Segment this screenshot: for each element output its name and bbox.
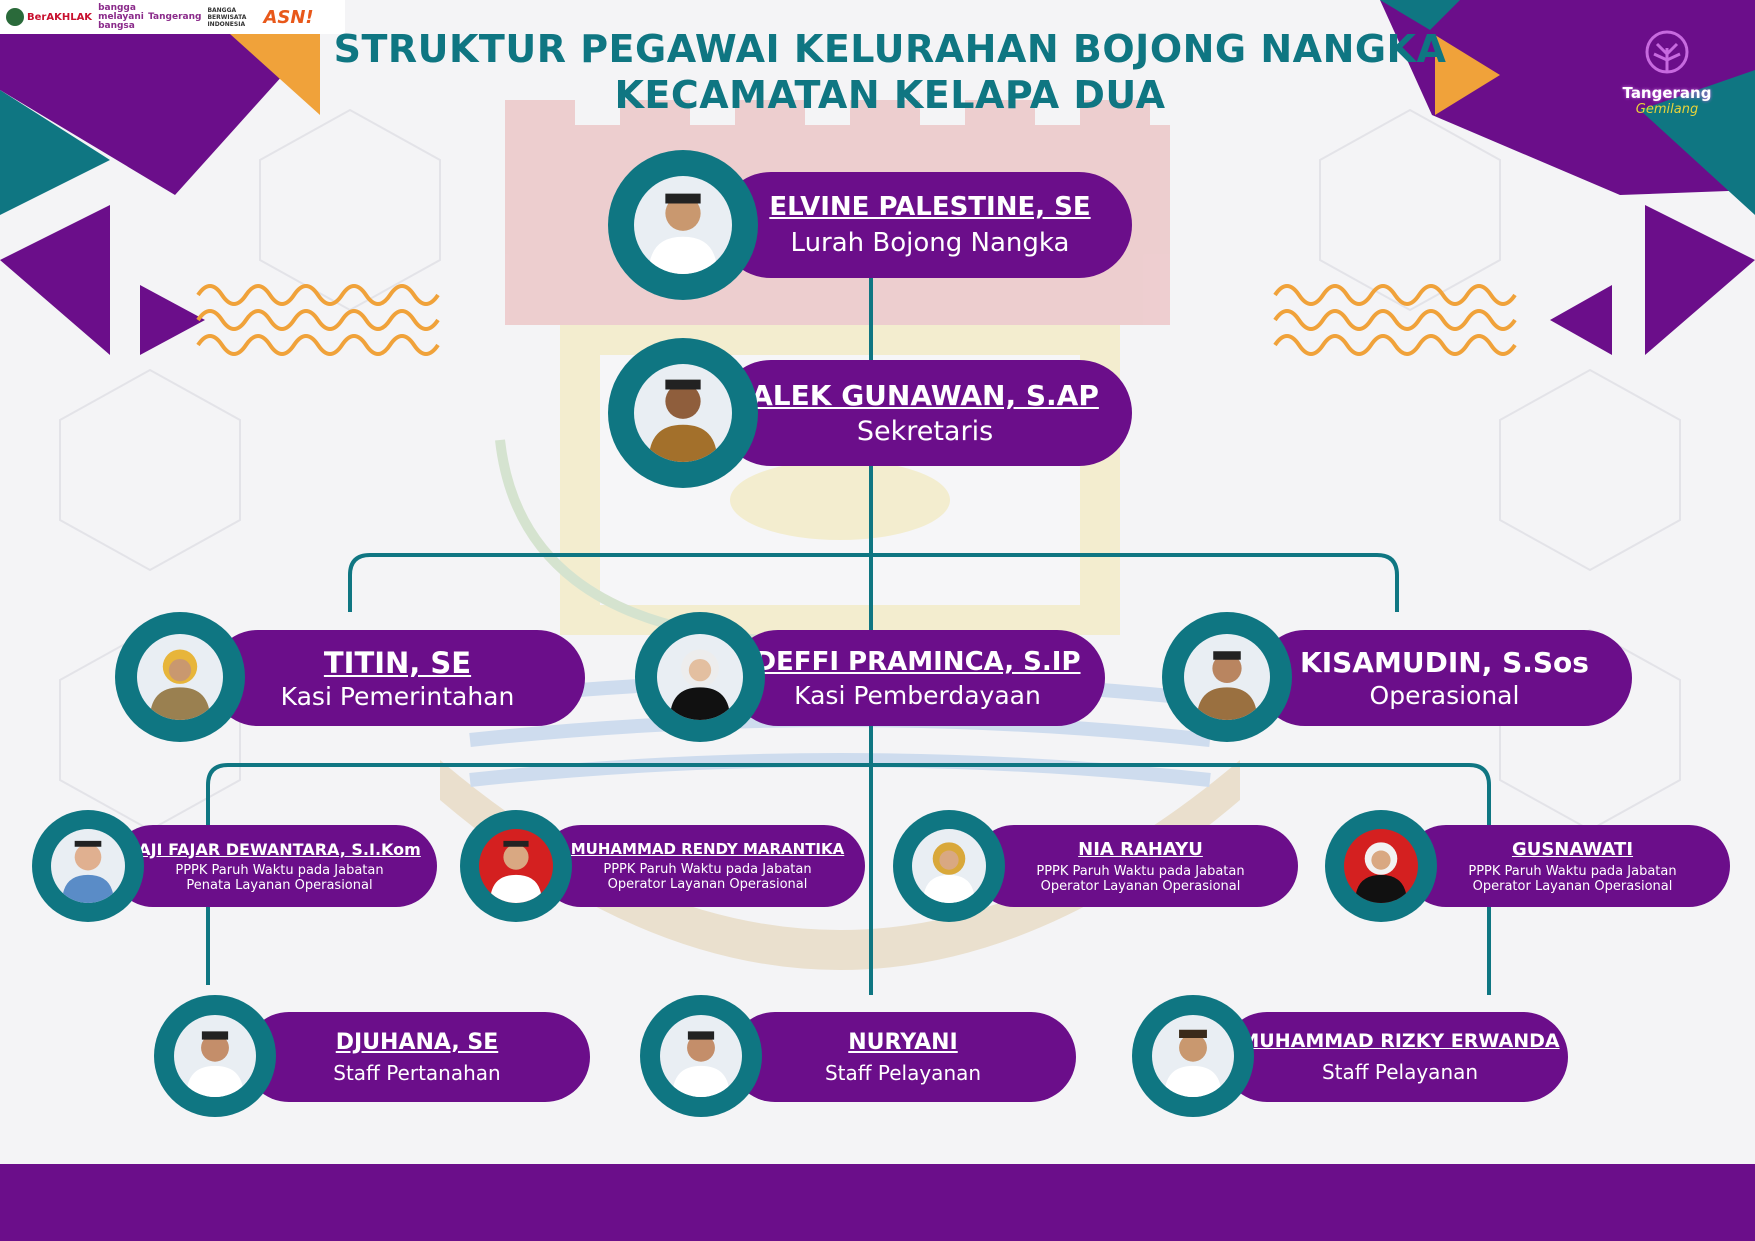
- person-role: Staff Pelayanan: [824, 1060, 982, 1085]
- avatar: [1184, 634, 1270, 720]
- card-staff-1-pill: DJUHANA, SE Staff Pertanahan: [244, 1012, 590, 1102]
- card-pppk-3: NIA RAHAYU PPPK Paruh Waktu pada Jabatan…: [893, 810, 1298, 922]
- tree-icon: [1645, 30, 1689, 74]
- person-name: AJI FAJAR DEWANTARA, S.I.Kom: [138, 839, 421, 859]
- person-name: MUHAMMAD RENDY MARANTIKA: [570, 840, 845, 858]
- card-pppk-4-pill: GUSNAWATI PPPK Paruh Waktu pada Jabatan …: [1405, 825, 1730, 907]
- person-role-line-2: Penata Layanan Operasional: [186, 877, 373, 893]
- card-staff-3-pill: MUHAMMAD RIZKY ERWANDA Staff Pelayanan: [1222, 1012, 1568, 1102]
- avatar: [1344, 829, 1418, 903]
- avatar: [479, 829, 553, 903]
- avatar: [1152, 1015, 1234, 1097]
- berakhlak-logo: BerAKHLAK: [6, 8, 92, 26]
- tangerang-brand: Tangerang Gemilang: [1612, 30, 1722, 117]
- card-staff-2: NURYANI Staff Pelayanan: [640, 995, 1076, 1117]
- person-name: ELVINE PALESTINE, SE: [769, 192, 1091, 222]
- card-pppk-1-pill: AJI FAJAR DEWANTARA, S.I.Kom PPPK Paruh …: [112, 825, 437, 907]
- title-line-2: KECAMATAN KELAPA DUA: [614, 73, 1166, 117]
- avatar: [634, 364, 732, 462]
- person-photo-icon: [1164, 1029, 1222, 1097]
- avatar: [51, 829, 125, 903]
- person-name: GUSNAWATI: [1511, 838, 1634, 860]
- card-kasi-pemberdayaan: DEFFI PRAMINCA, S.IP Kasi Pemberdayaan: [635, 612, 1105, 742]
- title-line-1: STRUKTUR PEGAWAI KELURAHAN BOJONG NANGKA: [333, 27, 1447, 71]
- card-kasi-pemerintahan-pill: TITIN, SE Kasi Pemerintahan: [210, 630, 585, 726]
- person-photo-icon: [149, 649, 211, 720]
- person-photo-icon: [648, 379, 718, 462]
- tangerang-logo: Tangerang: [148, 11, 202, 22]
- person-name: NURYANI: [848, 1029, 958, 1055]
- card-sekretaris-pill: ALEK GUNAWAN, S.AP Sekretaris: [718, 360, 1132, 466]
- avatar: [634, 176, 732, 274]
- card-pppk-1: AJI FAJAR DEWANTARA, S.I.Kom PPPK Paruh …: [32, 810, 437, 922]
- avatar: [660, 1015, 742, 1097]
- person-name: DJUHANA, SE: [335, 1029, 499, 1055]
- card-pppk-2: MUHAMMAD RENDY MARANTIKA PPPK Paruh Wakt…: [460, 810, 865, 922]
- bangga-indonesia-logo: BANGGA BERWISATA INDONESIA: [207, 6, 247, 28]
- person-role: Sekretaris: [856, 416, 994, 447]
- logo-strip: BerAKHLAK bangga melayani bangsa Tangera…: [0, 0, 345, 34]
- person-role: Kasi Pemerintahan: [280, 681, 515, 711]
- person-photo-icon: [923, 842, 975, 903]
- wave-pattern-left: [196, 284, 440, 356]
- avatar: [912, 829, 986, 903]
- card-staff-1: DJUHANA, SE Staff Pertanahan: [154, 995, 590, 1117]
- person-photo-icon: [672, 1031, 730, 1097]
- avatar: [137, 634, 223, 720]
- avatar: [174, 1015, 256, 1097]
- brand-tagline: Gemilang: [1635, 102, 1699, 117]
- person-role: Lurah Bojong Nangka: [790, 228, 1070, 258]
- person-role-line-1: PPPK Paruh Waktu pada Jabatan: [603, 862, 812, 877]
- person-photo-icon: [1355, 842, 1407, 903]
- person-role: Kasi Pemberdayaan: [794, 680, 1041, 710]
- footer-bar: [0, 1164, 1755, 1241]
- card-staff-2-pill: NURYANI Staff Pelayanan: [730, 1012, 1076, 1102]
- person-role-line-1: PPPK Paruh Waktu pada Jabatan: [1468, 863, 1677, 879]
- person-role-line-2: Operator Layanan Operasional: [1040, 878, 1241, 894]
- person-photo-icon: [62, 840, 114, 903]
- card-kasi-pemerintahan: TITIN, SE Kasi Pemerintahan: [115, 612, 585, 742]
- person-photo-icon: [1196, 651, 1258, 720]
- wave-pattern-right: [1273, 284, 1517, 356]
- person-photo-icon: [490, 840, 542, 903]
- person-role-line-2: Operator Layanan Operasional: [1472, 878, 1673, 894]
- card-pppk-3-pill: NIA RAHAYU PPPK Paruh Waktu pada Jabatan…: [973, 825, 1298, 907]
- card-kasi-pemberdayaan-pill: DEFFI PRAMINCA, S.IP Kasi Pemberdayaan: [730, 630, 1105, 726]
- card-pppk-4: GUSNAWATI PPPK Paruh Waktu pada Jabatan …: [1325, 810, 1730, 922]
- brand-name: Tangerang: [1622, 84, 1712, 102]
- card-staff-3: MUHAMMAD RIZKY ERWANDA Staff Pelayanan: [1132, 995, 1568, 1117]
- person-role-line-1: PPPK Paruh Waktu pada Jabatan: [1036, 863, 1245, 879]
- card-operasional: KISAMUDIN, S.Sos Operasional: [1162, 612, 1632, 742]
- person-photo-icon: [186, 1031, 244, 1097]
- person-name: TITIN, SE: [323, 645, 472, 680]
- person-role-line-2: Operator Layanan Operasional: [607, 877, 808, 892]
- person-role: Staff Pertanahan: [333, 1060, 501, 1085]
- asn-logo: ASN!: [263, 6, 314, 28]
- person-name: ALEK GUNAWAN, S.AP: [751, 379, 1099, 412]
- person-role: Operasional: [1369, 681, 1520, 710]
- person-photo-icon: [669, 649, 731, 720]
- bangga-melayani-logo: bangga melayani bangsa: [98, 2, 144, 31]
- card-pppk-2-pill: MUHAMMAD RENDY MARANTIKA PPPK Paruh Wakt…: [540, 825, 865, 907]
- person-photo-icon: [648, 193, 718, 274]
- card-lurah-pill: ELVINE PALESTINE, SE Lurah Bojong Nangka: [718, 172, 1132, 278]
- page-title: STRUKTUR PEGAWAI KELURAHAN BOJONG NANGKA…: [300, 26, 1480, 118]
- person-name: MUHAMMAD RIZKY ERWANDA: [1240, 1030, 1560, 1052]
- person-name: NIA RAHAYU: [1078, 838, 1203, 860]
- card-operasional-pill: KISAMUDIN, S.Sos Operasional: [1257, 630, 1632, 726]
- card-sekretaris: ALEK GUNAWAN, S.AP Sekretaris: [608, 338, 1132, 488]
- person-role-line-1: PPPK Paruh Waktu pada Jabatan: [175, 862, 384, 878]
- person-name: KISAMUDIN, S.Sos: [1300, 646, 1589, 679]
- person-name: DEFFI PRAMINCA, S.IP: [754, 646, 1081, 677]
- person-role: Staff Pelayanan: [1321, 1060, 1479, 1084]
- avatar: [657, 634, 743, 720]
- card-lurah: ELVINE PALESTINE, SE Lurah Bojong Nangka: [608, 150, 1132, 300]
